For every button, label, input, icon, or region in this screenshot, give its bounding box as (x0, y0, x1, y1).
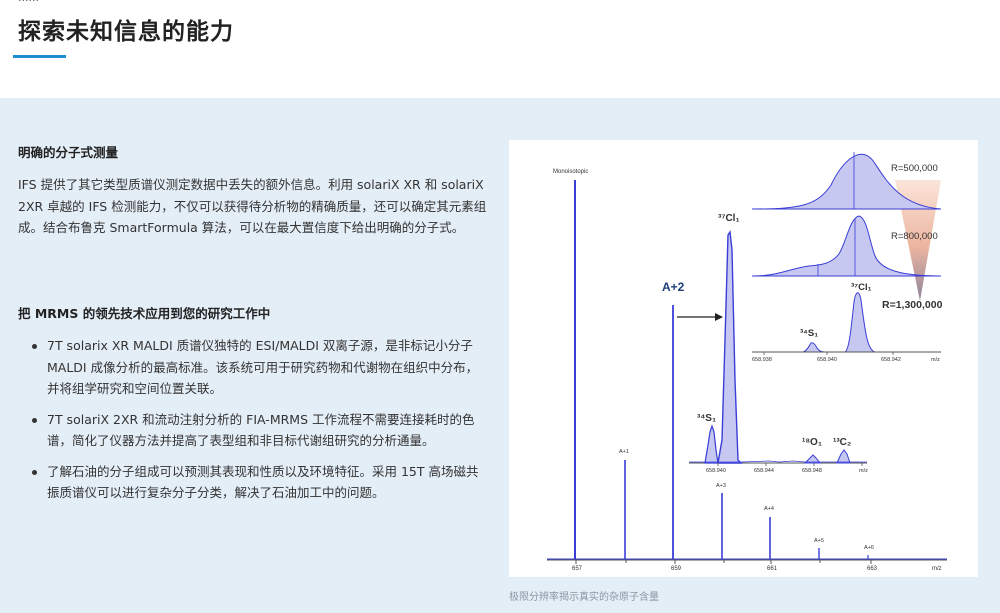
list-item-text: 了解石油的分子组成可以预测其表现和性质以及环境特征。采用 15T 高场磁共振质谱… (47, 463, 479, 501)
inset-peak-r1300-cl37 (844, 292, 876, 353)
top-cut-text: ...... (18, 0, 39, 4)
label-a6: A+6 (864, 545, 874, 551)
mass-spectrum-image: 657 659 661 663 m/z Monoisotopic A+1 A+2… (547, 152, 947, 572)
zoom-baseline-noise (689, 460, 867, 463)
zoom-axis-unit: m/z (859, 468, 868, 474)
main-ticks (575, 560, 872, 564)
label-a3: A+3 (716, 483, 726, 489)
label-a5: A+5 (814, 538, 824, 544)
page-title: 探索未知信息的能力 (18, 19, 234, 45)
main-tick-657: 657 (572, 566, 583, 572)
label-s34-main: ³⁴S₁ (697, 413, 716, 424)
zoom-arrow-head (715, 313, 723, 321)
zoom-peak-s34 (704, 424, 719, 464)
list-item-text: 7T solarix XR MALDI 质谱仪独特的 ESI/MALDI 双离子… (47, 338, 479, 396)
feature-list: 7T solarix XR MALDI 质谱仪独特的 ESI/MALDI 双离子… (18, 335, 490, 513)
main-tick-661: 661 (767, 566, 778, 572)
main-tick-663: 663 (867, 566, 878, 572)
label-c13: ¹³C₂ (833, 437, 851, 448)
inset-ticks (763, 352, 894, 355)
zoom-peak-o18 (803, 454, 822, 464)
section-heading-formula: 明确的分子式测量 (18, 145, 119, 160)
inset-tick-2: 658.942 (881, 357, 901, 363)
main-spectrum: 657 659 661 663 m/z Monoisotopic A+1 A+2… (547, 169, 947, 572)
resolution-cone (895, 180, 941, 301)
label-s34-inset: ³⁴S₁ (800, 328, 818, 339)
title-underline (13, 55, 66, 58)
inset-axis-unit: m/z (931, 357, 940, 363)
label-a4: A+4 (764, 506, 774, 512)
zoom-spectrum: 658.940 658.944 658.948 m/z ³⁷Cl₁ ³⁴S₁ ¹… (689, 213, 868, 474)
zoom-tick-1: 658.944 (754, 468, 774, 474)
inset-peak-r800 (751, 215, 942, 277)
zoom-tick-2: 658.948 (802, 468, 822, 474)
bullet-icon (32, 469, 37, 475)
inset-peak-r1300-s34 (802, 342, 826, 353)
label-cl37-inset: ³⁷Cl₁ (851, 282, 872, 293)
inset-tick-0: 658.938 (752, 357, 772, 363)
resolution-insets: R=500,000 R=800,000 658.938 658.940 (751, 152, 943, 363)
inset-tick-1: 658.940 (817, 357, 837, 363)
label-o18: ¹⁸O₁ (802, 437, 822, 448)
label-a1: A+1 (619, 449, 629, 455)
section-heading-mrms: 把 MRMS 的领先技术应用到您的研究工作中 (18, 306, 271, 321)
zoom-ticks (717, 463, 863, 466)
label-r800: R=800,000 (891, 231, 938, 242)
spectrum-figure: 657 659 661 663 m/z Monoisotopic A+1 A+2… (509, 140, 978, 577)
figure-caption: 极限分辨率揭示真实的杂原子含量 (509, 592, 659, 603)
label-r1300: R=1,300,000 (882, 299, 943, 311)
label-cl37-main: ³⁷Cl₁ (718, 213, 740, 224)
bullet-icon (32, 344, 37, 349)
content-panel: 明确的分子式测量 IFS 提供了其它类型质谱仪测定数据中丢失的额外信息。利用 s… (0, 98, 1000, 613)
label-a2: A+2 (662, 280, 685, 294)
list-item: 7T solarix XR MALDI 质谱仪独特的 ESI/MALDI 双离子… (18, 335, 490, 400)
main-tick-659: 659 (671, 566, 682, 572)
list-item: 了解石油的分子组成可以预测其表现和性质以及环境特征。采用 15T 高场磁共振质谱… (18, 461, 490, 504)
main-axis-unit: m/z (932, 566, 942, 572)
section-body-formula: IFS 提供了其它类型质谱仪测定数据中丢失的额外信息。利用 solariX XR… (18, 177, 487, 235)
bullet-icon (32, 417, 37, 423)
inset-peak-r500 (751, 153, 942, 210)
zoom-tick-0: 658.940 (706, 468, 726, 474)
zoom-peak-cl37 (717, 230, 743, 464)
label-r500: R=500,000 (891, 163, 938, 174)
label-monoisotopic: Monoisotopic (553, 169, 588, 175)
list-item-text: 7T solariX 2XR 和流动注射分析的 FIA-MRMS 工作流程不需要… (47, 411, 475, 449)
zoom-peak-c13 (836, 449, 851, 464)
list-item: 7T solariX 2XR 和流动注射分析的 FIA-MRMS 工作流程不需要… (18, 409, 490, 452)
